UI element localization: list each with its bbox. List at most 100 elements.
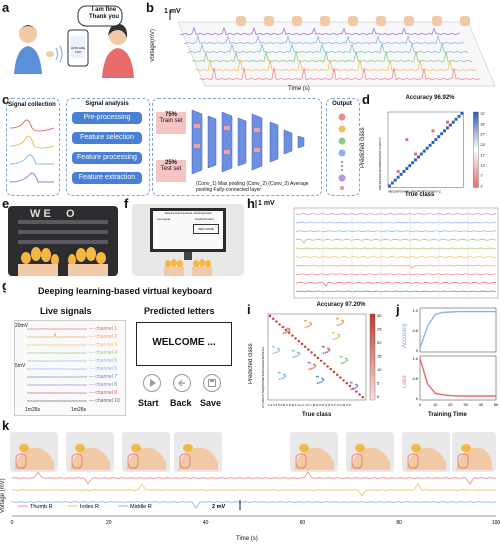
live-signal-traces: [27, 328, 87, 402]
signal-collection-label: Signal collection: [8, 102, 56, 108]
play-icon: [150, 379, 156, 387]
i-cluster-point: [332, 338, 335, 341]
i-cluster-point: [278, 378, 281, 381]
d-title: Accuracy 96.92%: [405, 95, 455, 101]
d-xticks: ABCDEFGHIJKLMNOPQRSTUVWXYZ: [388, 189, 441, 193]
hand-sign-icon: [404, 16, 414, 26]
i-cluster-point: [272, 346, 275, 348]
output-nodes: [338, 113, 346, 190]
j-ytick-bottom: 0: [416, 396, 419, 401]
hand-gesture-icon: [350, 444, 390, 470]
d-cell: [414, 158, 417, 162]
i-ylabel: Predicted class: [248, 343, 254, 385]
i-cluster-point: [282, 373, 285, 376]
scale-5mv: 5mV: [15, 363, 26, 369]
prediction-box: WELCOME ...: [136, 322, 232, 366]
channel-legend-item: — channel 8: [89, 381, 123, 389]
save-label[interactable]: Save: [200, 398, 222, 408]
start-label[interactable]: Start: [138, 398, 159, 408]
panel-label-k: k: [2, 418, 10, 433]
i-diag-point: [294, 337, 297, 340]
f-hands: [164, 259, 212, 276]
k-ylabel: Voltage (mV): [0, 478, 6, 514]
back-button[interactable]: [173, 374, 191, 392]
i-colorbar-tick: 20: [377, 340, 382, 345]
h-trace-2: [295, 230, 497, 233]
hand-shape: [70, 447, 110, 470]
mouse-outline-icon: [351, 453, 363, 469]
d-cell: [454, 117, 458, 121]
d-cell: [411, 161, 415, 165]
d-cell: [451, 120, 455, 124]
g-trace: [27, 392, 87, 394]
monitor-stand: [184, 252, 192, 260]
train-pct: 75%: [164, 112, 177, 118]
finger-sensor: [461, 444, 471, 452]
i-colorbar-tick: 10: [377, 367, 382, 372]
h-trace-4: [295, 247, 497, 250]
i-cluster-point: [308, 368, 311, 371]
d-cell: [434, 138, 438, 141]
finger-sensor: [75, 444, 85, 452]
hand-sign-icon: [460, 16, 470, 26]
j-accuracy-series: [419, 310, 496, 349]
d-colorbar-tick: 2: [480, 183, 483, 188]
start-button[interactable]: [143, 374, 161, 392]
channel-label: — channel 8: [89, 382, 118, 388]
i-cluster-point: [334, 337, 337, 340]
d-offdiag-cell: [446, 120, 449, 124]
train-label: Train set: [159, 118, 183, 124]
channel-legend-item: — channel 2: [89, 333, 123, 341]
i-cluster-point: [284, 375, 286, 378]
h-trace-6: [295, 264, 497, 270]
i-cluster-point: [320, 377, 323, 380]
gesture-photo: [174, 432, 222, 472]
monitor-right: Predicted letters: [195, 218, 214, 221]
i-diag-point: [358, 393, 361, 396]
k-xtick: 0: [11, 520, 14, 526]
layer-fc: Fully-connected layer: [213, 187, 262, 193]
i-colorbar: [369, 313, 376, 401]
gesture-photo: [66, 432, 114, 472]
channel-label: — channel 2: [89, 334, 118, 340]
i-cluster-point: [308, 325, 311, 327]
hand-sign-icon: [432, 16, 442, 26]
panel-label-f: f: [124, 196, 129, 211]
i-cluster-point: [346, 359, 348, 362]
monitor-title: Deeping learning-based virtual keyboard: [164, 212, 212, 215]
i-cluster-point: [310, 323, 312, 326]
k-xtick: 20: [106, 520, 112, 526]
phone-text: HOW ARE YOU: [70, 46, 86, 54]
g-trace: [27, 352, 87, 354]
d-offdiag-cell: [414, 152, 417, 156]
d-cell: [393, 178, 397, 182]
j-ytick-top: 0: [416, 348, 419, 353]
i-cluster-point: [292, 356, 295, 359]
cnn-box: [152, 98, 322, 196]
hand-gesture-icon: [14, 444, 54, 470]
mouse-outline-icon: [457, 453, 469, 469]
d-cell: [428, 143, 432, 147]
i-cluster-point: [272, 352, 275, 355]
back-label[interactable]: Back: [170, 398, 192, 408]
channel-legend-item: — channel 5: [89, 357, 123, 365]
i-yticks: ZYXWVUTSRQPONMLKJIHGFEDCBA54321: [261, 346, 265, 408]
monitor-left: Live signals: [157, 218, 171, 221]
i-cluster-point: [322, 379, 324, 382]
gesture-photo: [346, 432, 394, 472]
train-set: 75% Train set: [156, 112, 186, 134]
channel-label: — channel 7: [89, 374, 118, 380]
arrow-left-icon: [178, 379, 185, 387]
step-feature-selection: Feature selection: [72, 132, 142, 144]
i-cluster-point: [276, 351, 279, 353]
b-trace-thumb: [183, 34, 465, 45]
channel-label: — channel 1: [89, 326, 118, 332]
save-button[interactable]: [203, 374, 221, 392]
signal-analysis-label: Signal analysis: [85, 101, 129, 107]
test-pct: 25%: [164, 160, 177, 166]
i-cluster-point: [306, 325, 309, 328]
d-cell: [388, 184, 391, 188]
j-xtick: 0: [419, 402, 422, 407]
